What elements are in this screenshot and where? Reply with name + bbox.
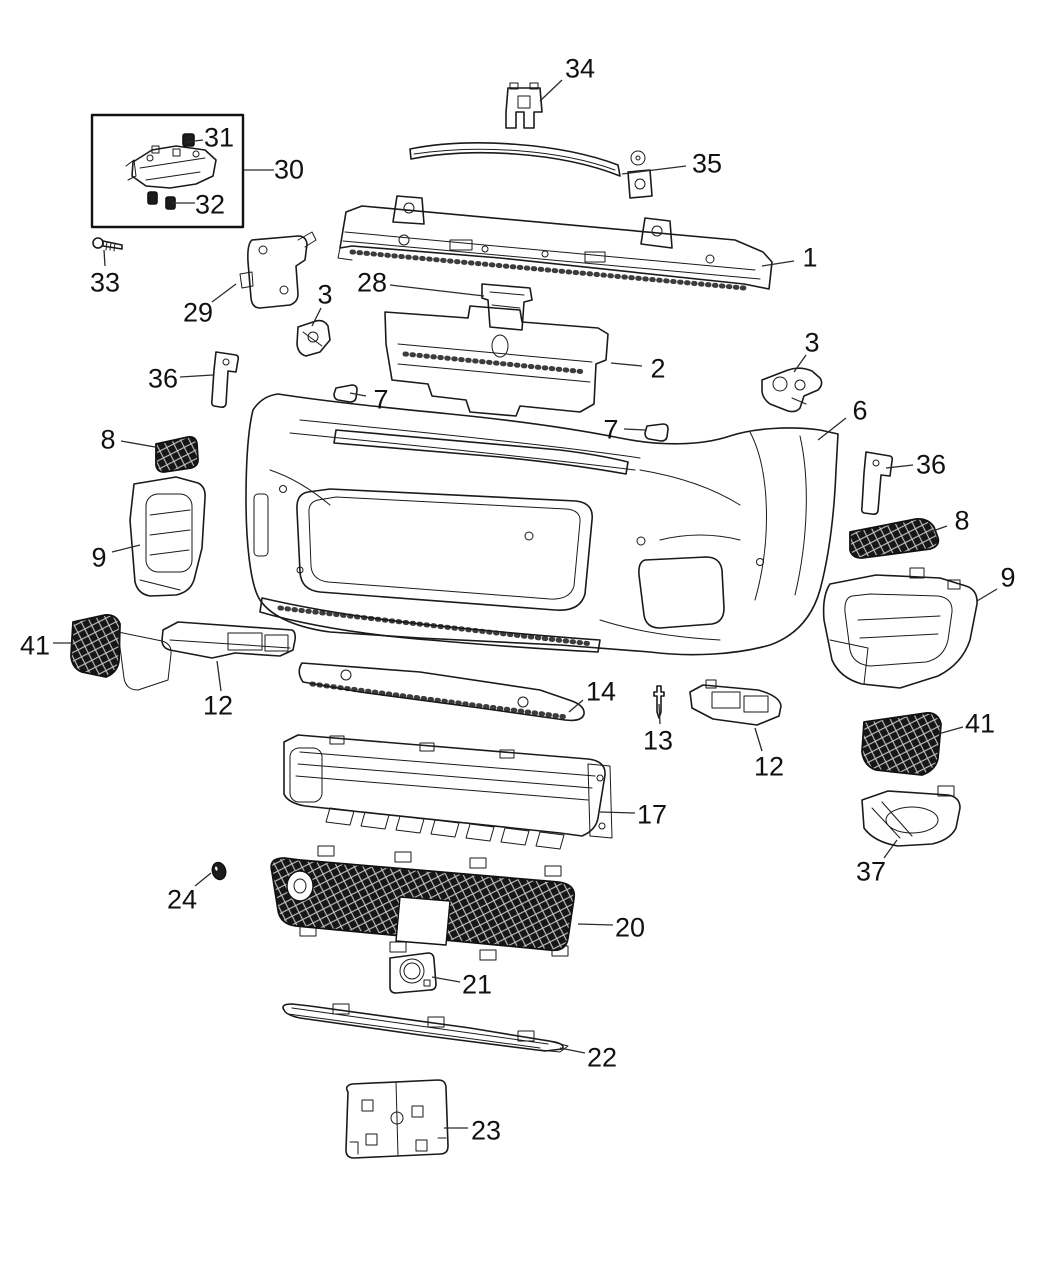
callout-label-12-22: 12 xyxy=(203,691,233,721)
callout-leader-8-19 xyxy=(926,525,948,534)
callout-label-3-7: 3 xyxy=(317,280,332,310)
clip-31 xyxy=(182,133,195,147)
callout-label-41-33: 41 xyxy=(965,709,995,739)
part-8-mesh-insert-left xyxy=(155,435,199,473)
part-21-sensor-bezel xyxy=(389,952,437,994)
callout-label-31-2: 31 xyxy=(204,123,234,153)
callout-leader-28-8 xyxy=(389,284,485,297)
callout-label-32-4: 32 xyxy=(195,190,225,220)
callout-label-35-1: 35 xyxy=(692,149,722,179)
part-9-fog-bezel-left xyxy=(129,476,206,597)
callout-label-29-6: 29 xyxy=(183,298,213,328)
callout-leader-13-24 xyxy=(658,703,661,725)
part-41-mesh-grille-right xyxy=(861,712,942,776)
callout-leader-3-7 xyxy=(311,307,322,327)
callout-label-22-30: 22 xyxy=(587,1043,617,1073)
part-17-shutter-assembly xyxy=(283,734,613,850)
callout-leader-7-12 xyxy=(623,428,646,431)
callout-leader-12-25 xyxy=(754,727,763,752)
callout-label-8-17: 8 xyxy=(100,425,115,455)
part-29-side-bracket xyxy=(239,231,317,309)
callout-leader-6-14 xyxy=(817,417,847,441)
callout-label-12-25: 12 xyxy=(754,752,784,782)
callout-label-28-8: 28 xyxy=(357,268,387,298)
callout-leader-9-18 xyxy=(111,544,141,553)
part-35-upper-tie-bar xyxy=(409,142,653,199)
callout-leader-20-28 xyxy=(577,923,614,926)
callout-label-9-20: 9 xyxy=(1000,563,1015,593)
callout-label-7-11: 7 xyxy=(373,385,388,415)
callout-leader-3-13 xyxy=(793,354,807,373)
part-8-mesh-insert-right xyxy=(849,518,940,559)
part-23-license-bracket xyxy=(345,1079,449,1159)
part-28-center-bracket xyxy=(481,283,533,331)
callout-label-41-21: 41 xyxy=(20,631,50,661)
callout-leader-9-20 xyxy=(976,588,998,602)
part-33-screw xyxy=(92,237,123,252)
part-20-lower-mesh-grille xyxy=(270,845,576,961)
callout-leader-12-22 xyxy=(216,660,222,692)
callout-leader-36-15 xyxy=(179,374,214,378)
part-22-chin-strip xyxy=(282,1003,569,1053)
callout-leader-36-16 xyxy=(885,464,914,469)
callout-label-7-12: 7 xyxy=(603,415,618,445)
part-7-plug-right xyxy=(644,423,669,442)
part-7-plug-left xyxy=(333,384,358,403)
callout-label-24-27: 24 xyxy=(167,885,197,915)
callout-label-1-9: 1 xyxy=(802,243,817,273)
callout-leader-2-10 xyxy=(610,362,643,367)
callout-label-13-24: 13 xyxy=(643,726,673,756)
part-12-tray-left xyxy=(161,621,296,659)
callout-leader-37-32 xyxy=(883,839,898,859)
callout-label-34-0: 34 xyxy=(565,54,595,84)
callout-label-9-18: 9 xyxy=(91,543,106,573)
part-34-bracket xyxy=(505,82,543,129)
callout-leader-14-23 xyxy=(568,699,584,713)
part-14-skid-plate xyxy=(298,662,585,722)
callout-leader-34-0 xyxy=(539,79,563,102)
part-41-mesh-grille-left xyxy=(70,614,172,691)
part-6-front-fascia xyxy=(245,393,839,656)
part-1-bumper-reinforcement-beam xyxy=(337,195,773,291)
part-3-bracket-left xyxy=(296,319,331,357)
part-24-grommet xyxy=(211,861,227,881)
callout-label-3-13: 3 xyxy=(804,328,819,358)
callout-leader-24-27 xyxy=(194,872,212,887)
callout-leader-33-5 xyxy=(103,249,106,267)
part-30-bracket-kit-box xyxy=(90,113,245,229)
callout-leader-8-17 xyxy=(120,440,156,448)
callout-label-8-19: 8 xyxy=(954,506,969,536)
callout-leader-31-2 xyxy=(185,139,204,143)
callout-leader-35-1 xyxy=(621,165,687,175)
callout-label-30-3: 30 xyxy=(274,155,304,185)
callout-leader-22-30 xyxy=(559,1047,586,1054)
callout-label-33-5: 33 xyxy=(90,268,120,298)
callout-label-37-32: 37 xyxy=(856,857,886,887)
part-36-bracket-left xyxy=(210,351,240,408)
callout-label-14-23: 14 xyxy=(586,677,616,707)
part-3-bracket-right xyxy=(761,367,823,413)
callout-leader-29-6 xyxy=(211,283,237,303)
part-37-air-duct xyxy=(861,785,961,847)
callout-label-21-29: 21 xyxy=(462,970,492,1000)
callout-leader-17-26 xyxy=(599,811,636,814)
clip-32-a xyxy=(147,191,158,205)
callout-label-36-16: 36 xyxy=(916,450,946,480)
part-36-bracket-right xyxy=(860,451,894,515)
callout-label-36-15: 36 xyxy=(148,364,178,394)
callout-label-2-10: 2 xyxy=(650,354,665,384)
part-9-fog-bezel-right xyxy=(822,567,978,689)
callout-leader-1-9 xyxy=(761,260,795,267)
part-12-tray-right xyxy=(689,679,782,726)
callout-leader-21-29 xyxy=(431,976,461,983)
callout-label-23-31: 23 xyxy=(471,1116,501,1146)
callout-label-6-14: 6 xyxy=(852,396,867,426)
callout-leader-7-11 xyxy=(349,392,367,397)
part-2-energy-absorber xyxy=(384,305,609,417)
callout-label-17-26: 17 xyxy=(637,800,667,830)
callout-label-20-28: 20 xyxy=(615,913,645,943)
callout-leader-41-33 xyxy=(937,726,964,735)
